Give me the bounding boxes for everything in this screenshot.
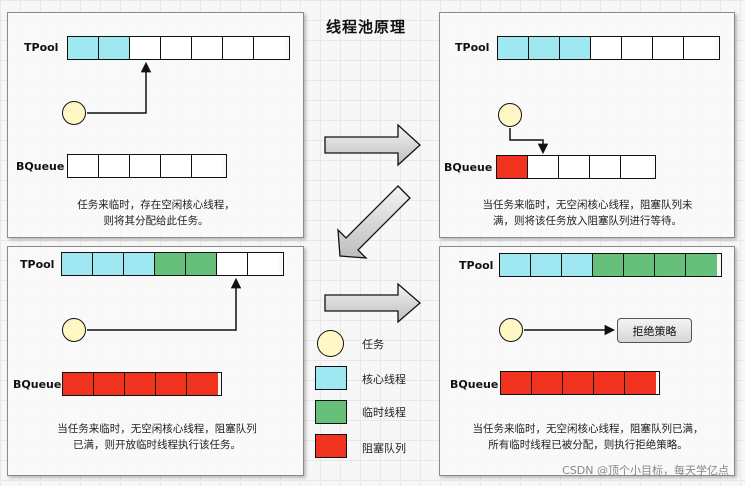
empty-cell: [68, 155, 99, 177]
empty-cell: [130, 37, 161, 59]
empty-cell: [99, 155, 130, 177]
legend-task-swatch: [317, 330, 344, 357]
empty-cell: [528, 156, 559, 178]
temp-thread-cell: [686, 254, 717, 276]
flow-arrow-right-top: [324, 123, 421, 167]
thread-pool-row: [499, 253, 722, 277]
blocking-queue-row: [67, 154, 227, 178]
temp-thread-cell: [593, 254, 624, 276]
queue-label: BQueue: [16, 160, 65, 173]
core-thread-cell: [62, 253, 93, 275]
legend-core-label: 核心线程: [362, 373, 406, 386]
legend-core-swatch: [315, 366, 347, 390]
queue-label: BQueue: [13, 378, 62, 391]
panel-temp-thread: [7, 246, 304, 476]
legend-task-label: 任务: [362, 338, 384, 351]
temp-thread-cell: [655, 254, 686, 276]
queued-task-cell: [125, 373, 156, 395]
blocking-queue-row: [62, 372, 222, 396]
legend-blocked-label: 阻塞队列: [362, 442, 406, 455]
empty-cell: [559, 156, 590, 178]
empty-cell: [622, 37, 653, 59]
thread-pool-row: [67, 36, 290, 60]
blocking-queue-row: [500, 371, 660, 395]
temp-thread-cell: [624, 254, 655, 276]
empty-cell: [130, 155, 161, 177]
core-thread-cell: [562, 254, 593, 276]
panel-caption: 当任务来临时，无空闲核心线程，阻塞队列未 满，则将该任务放入阻塞队列进行等待。: [482, 199, 693, 227]
pool-label: TPool: [459, 259, 494, 272]
flow-arrow-right-bottom: [324, 282, 421, 324]
temp-thread-cell: [155, 253, 186, 275]
core-thread-cell: [498, 37, 529, 59]
reject-policy-box: 拒绝策略: [617, 318, 692, 343]
pool-label: TPool: [20, 258, 55, 271]
empty-cell: [653, 37, 684, 59]
panel-caption: 任务来临时，存在空闲核心线程， 则将其分配给此任务。: [77, 199, 235, 227]
enqueue-arrow: [509, 128, 549, 155]
legend-temp-label: 临时线程: [362, 406, 406, 419]
queued-task-cell: [63, 373, 94, 395]
empty-cell: [223, 37, 254, 59]
pool-label: TPool: [24, 41, 59, 54]
blocking-queue-row: [496, 155, 656, 179]
task-circle: [62, 318, 86, 342]
queued-task-cell: [563, 372, 594, 394]
queued-task-cell: [501, 372, 532, 394]
empty-cell: [621, 156, 652, 178]
task-circle: [498, 103, 522, 127]
core-thread-cell: [529, 37, 560, 59]
empty-cell: [161, 155, 192, 177]
queued-task-cell: [594, 372, 625, 394]
empty-cell: [254, 37, 285, 59]
empty-cell: [217, 253, 248, 275]
core-thread-cell: [531, 254, 562, 276]
diagram-title: 线程池原理: [326, 18, 407, 36]
empty-cell: [591, 37, 622, 59]
empty-cell: [161, 37, 192, 59]
queued-task-cell: [532, 372, 563, 394]
queued-task-cell: [625, 372, 656, 394]
thread-pool-row: [61, 252, 284, 276]
panel-reject: [439, 246, 735, 476]
core-thread-cell: [93, 253, 124, 275]
temp-assign-arrow: [87, 277, 242, 331]
queued-task-cell: [497, 156, 528, 178]
legend-blocked-swatch: [315, 434, 347, 458]
core-thread-cell: [124, 253, 155, 275]
flow-arrow-diagonal: [337, 185, 411, 259]
queued-task-cell: [94, 373, 125, 395]
empty-cell: [192, 155, 223, 177]
empty-cell: [684, 37, 715, 59]
panel-caption: 当任务来临时，无空闲核心线程，阻塞队列 已满，则开放临时线程执行该任务。: [57, 423, 257, 451]
empty-cell: [590, 156, 621, 178]
watermark: CSDN @顶个小目标，每天学亿点: [562, 464, 729, 477]
queued-task-cell: [187, 373, 218, 395]
queued-task-cell: [156, 373, 187, 395]
task-circle: [499, 318, 523, 342]
queue-label: BQueue: [450, 378, 499, 391]
empty-cell: [192, 37, 223, 59]
core-thread-cell: [99, 37, 130, 59]
temp-thread-cell: [186, 253, 217, 275]
panel-caption: 当任务来临时，无空闲核心线程，阻塞队列已满， 所有临时线程已被分配，则执行拒绝策…: [472, 423, 704, 451]
pool-label: TPool: [455, 41, 490, 54]
legend-temp-swatch: [315, 400, 347, 424]
empty-cell: [248, 253, 279, 275]
task-circle: [62, 101, 86, 125]
thread-pool-row: [497, 36, 720, 60]
assign-arrow: [87, 61, 152, 114]
core-thread-cell: [500, 254, 531, 276]
queue-label: BQueue: [444, 161, 493, 174]
core-thread-cell: [560, 37, 591, 59]
core-thread-cell: [68, 37, 99, 59]
